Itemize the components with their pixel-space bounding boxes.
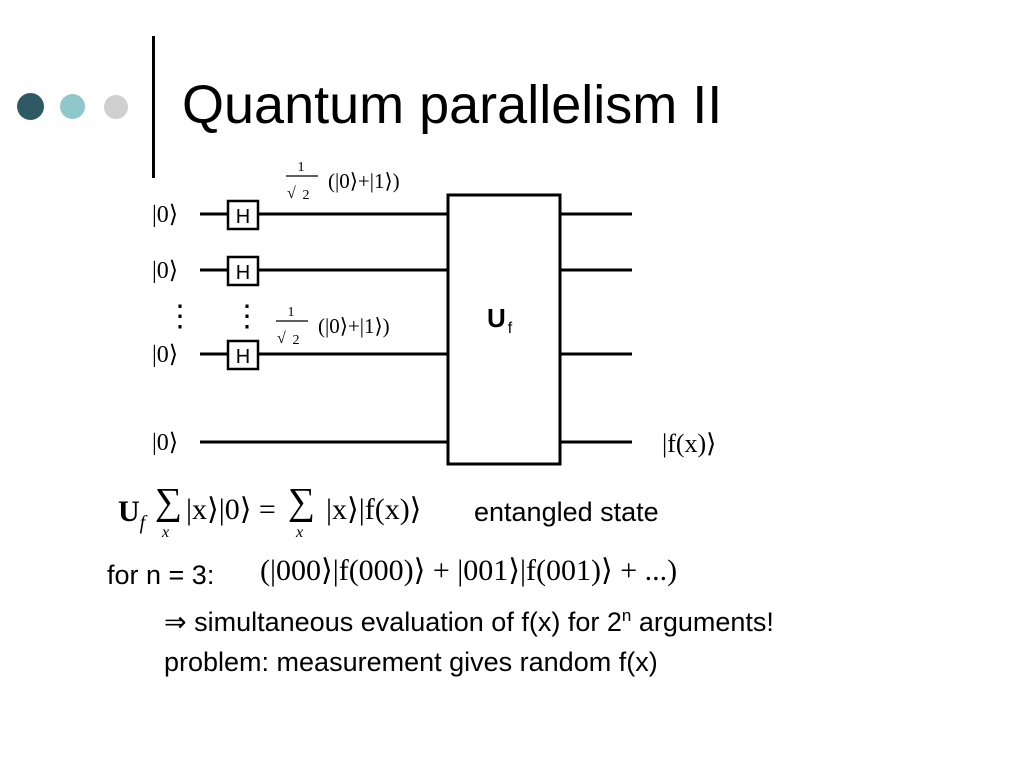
input-ket-2: |0⟩ — [152, 258, 178, 284]
sqrt-sign-top: √ — [287, 185, 296, 202]
example-expression: (|000⟩|f(000)⟩ + |001⟩|f(001)⟩ + ...) — [260, 554, 678, 587]
conclusion-line-1-sup: n — [621, 606, 632, 625]
conclusion-line-1: ⇒ simultaneous evaluation of f(x) for 2n… — [164, 606, 774, 638]
equation-u: Uf — [118, 495, 145, 534]
equation-sum-index-2: x — [296, 524, 304, 541]
bullet-dot-grey — [104, 95, 128, 119]
title-divider — [152, 36, 155, 178]
hadamard-gate-3 — [226, 339, 260, 371]
equation-sum-1: ∑ — [155, 481, 183, 523]
fraction-den-bottom: 2 — [293, 333, 300, 348]
superposition-state-top: (|0⟩+|1⟩) — [328, 169, 400, 193]
sqrt-sign-bottom: √ — [277, 330, 286, 347]
entangled-state-caption: entangled state — [474, 497, 659, 527]
conclusion-line-2: problem: measurement gives random f(x) — [164, 647, 658, 677]
fraction-num-top: 1 — [298, 160, 305, 175]
hadamard-gate-2 — [226, 255, 260, 287]
example-label: for n = 3: — [107, 560, 215, 590]
bullet-dot-teal — [60, 94, 85, 119]
hadamard-label-3: H — [236, 346, 250, 368]
hadamard-label-1: H — [236, 206, 250, 228]
fraction-num-bottom: 1 — [288, 305, 295, 320]
output-ket: |f(x)⟩ — [662, 429, 716, 458]
equation-u-sub: f — [139, 512, 146, 534]
vdots-gates: ⋮ — [232, 300, 262, 333]
superposition-state-bottom: (|0⟩+|1⟩) — [318, 314, 390, 338]
input-ket-1: |0⟩ — [152, 202, 178, 228]
equation-sum-2: ∑ — [288, 481, 316, 523]
unitary-gate-box — [446, 193, 562, 466]
vdots-inputs: ⋮ — [165, 300, 195, 333]
input-ket-3: |0⟩ — [152, 342, 178, 368]
equation-sum-index-1: x — [162, 524, 170, 541]
equation-u-letter: U — [118, 495, 140, 528]
equation-lhs: |x⟩|0⟩ = — [186, 493, 276, 526]
equation-rhs: |x⟩|f(x)⟩ — [326, 493, 422, 526]
conclusion-line-1-suffix: arguments! — [631, 607, 774, 637]
fraction-den-top: 2 — [303, 188, 310, 203]
input-ket-4: |0⟩ — [152, 430, 178, 456]
slide-title: Quantum parallelism II — [182, 75, 723, 135]
hadamard-label-2: H — [236, 262, 250, 284]
conclusion-line-1-prefix: ⇒ simultaneous evaluation of f(x) for 2 — [164, 607, 622, 637]
bullet-dot-dark — [17, 93, 44, 120]
hadamard-gate-1 — [226, 199, 260, 231]
